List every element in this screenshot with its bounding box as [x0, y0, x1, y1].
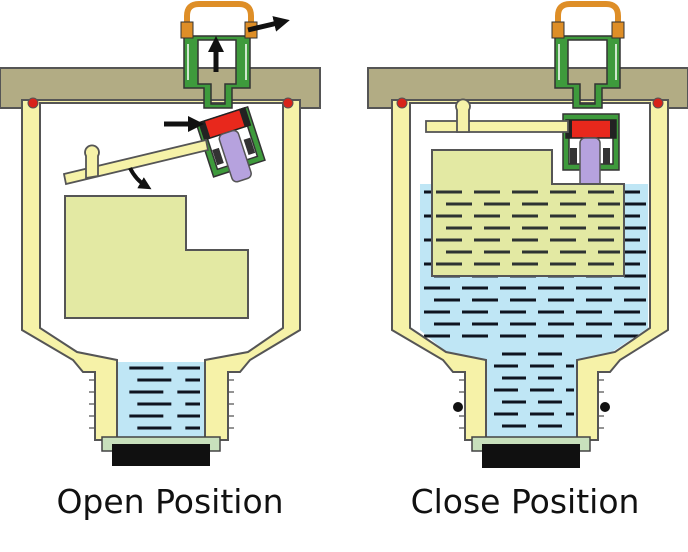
base-seal	[482, 444, 580, 468]
water-dashes	[129, 366, 200, 430]
lever-post	[455, 98, 471, 133]
o-ring	[282, 97, 294, 109]
lever-post	[84, 144, 100, 180]
valve-housing	[195, 105, 266, 183]
stem-ribs	[558, 44, 617, 80]
cap-clip	[551, 21, 565, 39]
stem-ribs	[187, 44, 247, 80]
top-cap	[555, 1, 621, 38]
cap-clip	[180, 21, 194, 39]
open-position-diagram	[0, 1, 321, 466]
base-seal	[112, 444, 210, 466]
plunger	[218, 129, 252, 183]
o-ring	[396, 97, 408, 109]
o-ring-lower	[600, 402, 610, 412]
valve-stem	[183, 35, 251, 109]
exit-arrow	[247, 16, 290, 33]
body-thread	[89, 379, 234, 429]
valve-seal	[565, 119, 617, 139]
neck-water	[117, 362, 205, 442]
valve-stem	[554, 35, 621, 109]
drop-arrow	[128, 167, 152, 190]
body-thread	[459, 379, 604, 429]
float	[431, 149, 625, 277]
lever-arm	[62, 138, 210, 186]
o-ring	[27, 97, 39, 109]
water-dashes	[436, 190, 620, 266]
valve-housing	[562, 113, 620, 193]
open-position-caption: Open Position	[56, 482, 284, 521]
o-ring-lower	[453, 402, 463, 412]
cap-clip	[611, 21, 625, 39]
float	[64, 195, 249, 319]
close-position-caption: Close Position	[410, 482, 640, 521]
top-cap	[184, 1, 254, 38]
close-position-diagram	[367, 1, 688, 468]
o-ring	[652, 97, 664, 109]
lever-arm	[425, 120, 569, 133]
